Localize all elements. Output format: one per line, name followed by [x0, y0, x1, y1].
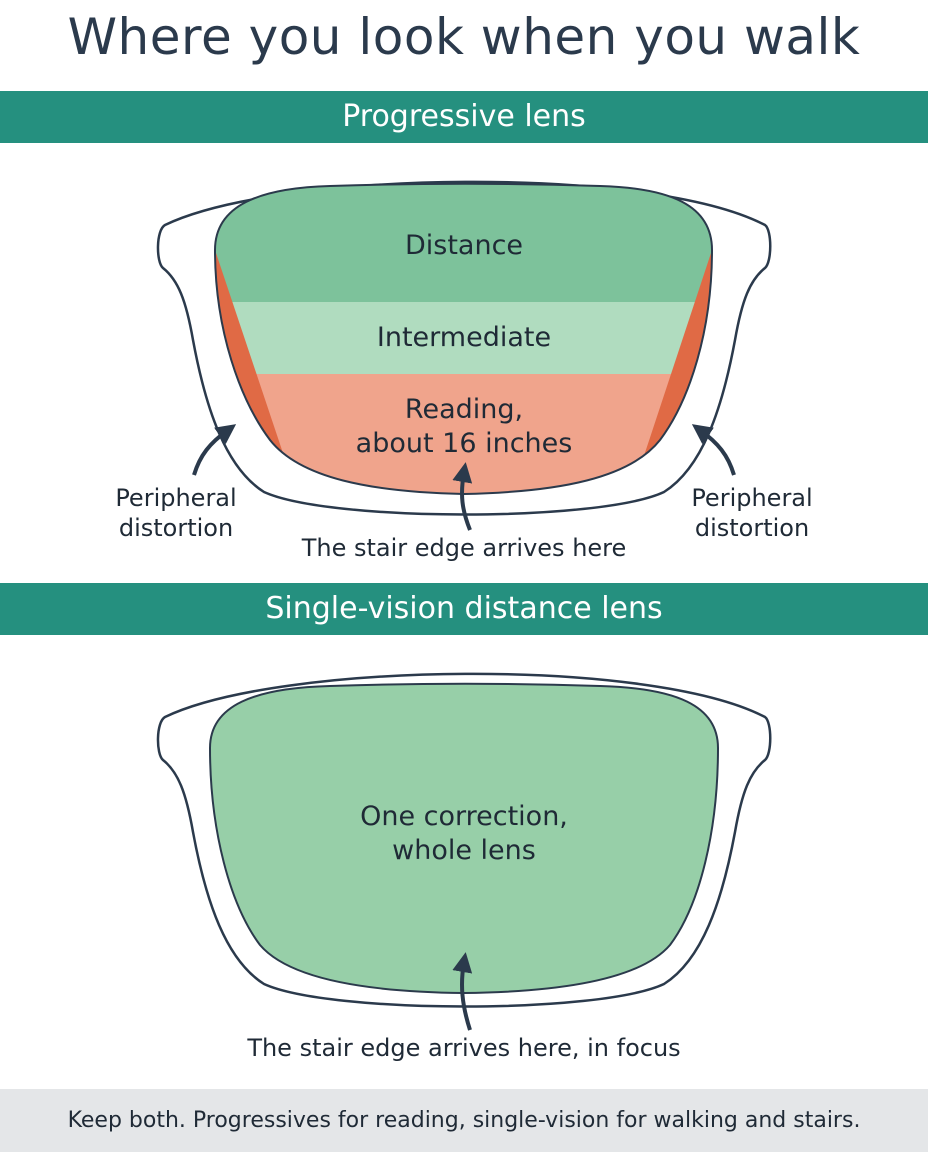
lens-outline — [213, 182, 714, 496]
distance-zone — [215, 183, 712, 302]
intermediate-label: Intermediate — [377, 322, 551, 353]
single-vision-label-line1: One correction, — [360, 801, 568, 832]
single-vision-label-line2: whole lens — [392, 835, 536, 866]
intermediate-zone — [215, 302, 712, 374]
single-vision-lens-heading: Single-vision distance lens — [0, 583, 928, 635]
peripheral-left-line1: Peripheral — [115, 484, 236, 512]
peripheral-right-arrow-icon — [691, 424, 736, 476]
peripheral-right-line1: Peripheral — [691, 484, 812, 512]
peripheral-left-arrow-icon — [192, 424, 237, 476]
peripheral-right-line2: distortion — [695, 514, 809, 542]
stair-edge-arrow-icon — [452, 462, 473, 531]
single-vision-lens-zone — [208, 682, 720, 995]
peripheral-left-line2: distortion — [119, 514, 233, 542]
reading-label-line2: about 16 inches — [356, 428, 573, 459]
footer-note: Keep both. Progressives for reading, sin… — [0, 1089, 928, 1152]
progressive-lens-heading: Progressive lens — [0, 91, 928, 143]
reading-label-line1: Reading, — [405, 394, 523, 425]
stair-edge-label: The stair edge arrives here — [301, 534, 627, 562]
distance-label: Distance — [405, 230, 523, 261]
stair-edge-arrow-icon — [452, 952, 473, 1031]
stair-edge-in-focus-label: The stair edge arrives here, in focus — [246, 1034, 680, 1062]
progressive-lens-diagram: Distance Intermediate Reading, about 16 … — [115, 180, 813, 562]
page-title: Where you look when you walk — [67, 8, 861, 66]
single-vision-lens-diagram: One correction, whole lens The stair edg… — [156, 672, 772, 1062]
